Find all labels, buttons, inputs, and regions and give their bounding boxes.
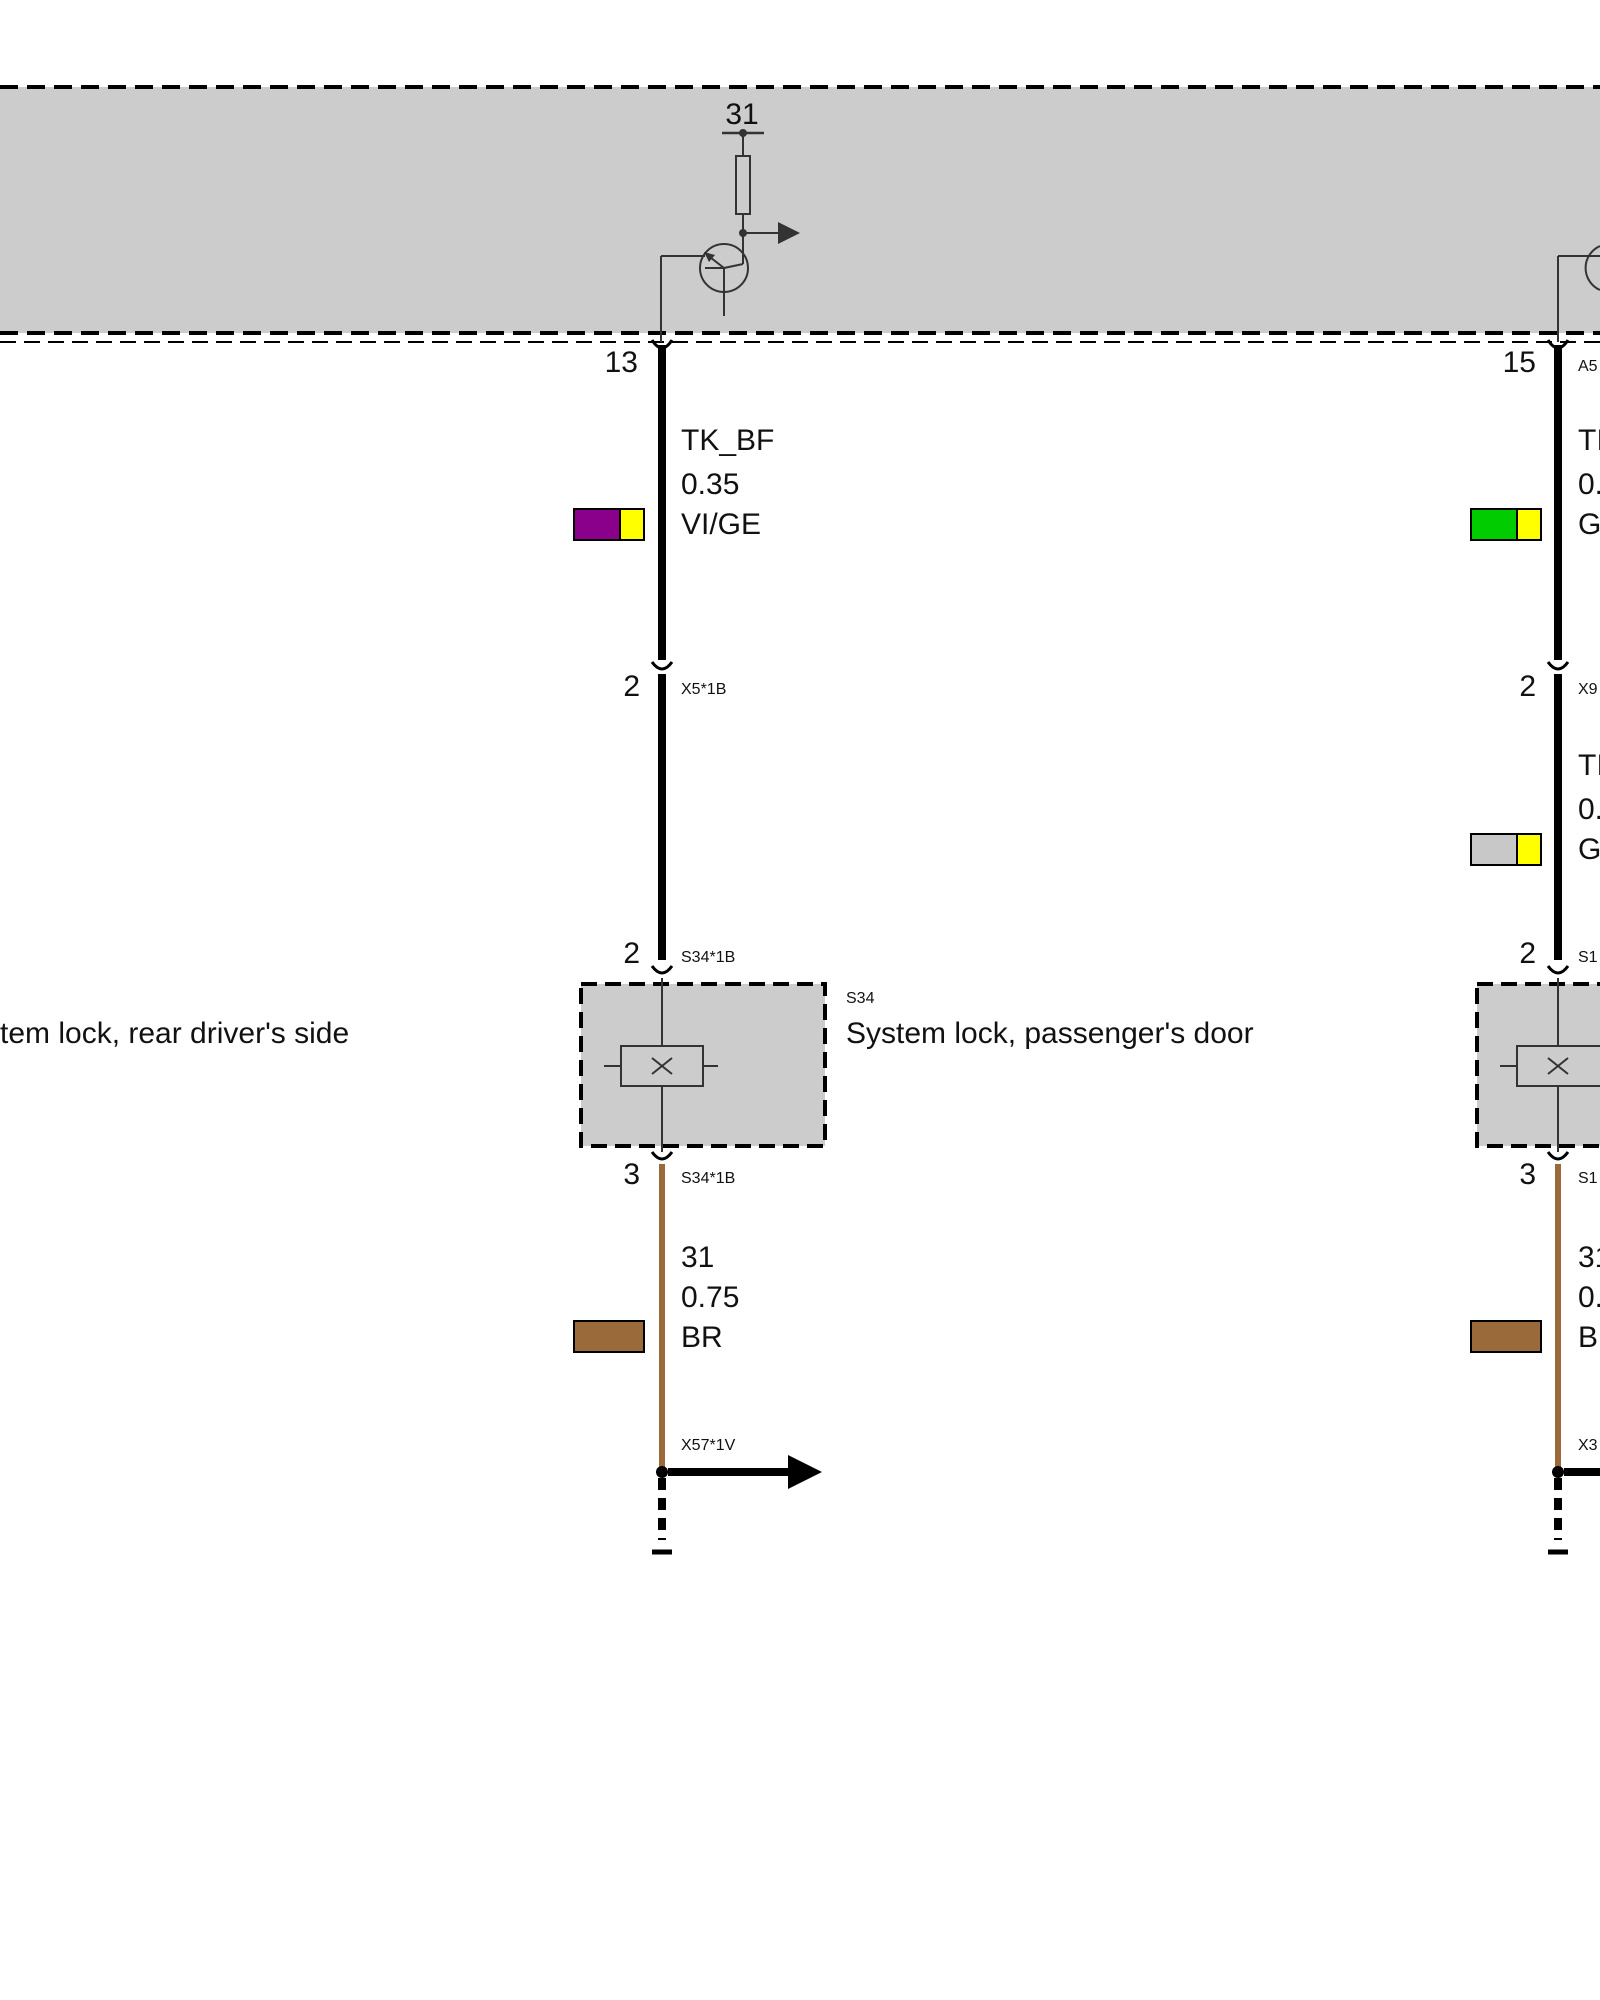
wire-lower-gauge: 0.75 bbox=[681, 1281, 739, 1314]
output-arrow-icon bbox=[778, 222, 800, 244]
circuit-passenger-door: 13 TK_BF 0.35 VI/GE 2 X5*1B 2 S34*1B S34… bbox=[573, 339, 1254, 1555]
wire-color-swatch bbox=[573, 508, 645, 541]
wire-lower-name-right: 31 bbox=[1578, 1241, 1600, 1274]
wire-gauge: 0.35 bbox=[681, 468, 739, 501]
wire-mid-name-right: TI bbox=[1578, 749, 1600, 782]
component-name: System lock, passenger's door bbox=[846, 1017, 1254, 1050]
component-code: S34 bbox=[846, 990, 875, 1007]
component-pin-top-code: S34*1B bbox=[681, 949, 735, 966]
wire-lower-name: 31 bbox=[681, 1241, 714, 1274]
pin-code-right: A5 bbox=[1578, 358, 1598, 375]
wire-lower-color-swatch bbox=[573, 1320, 645, 1353]
ground-arrow-icon bbox=[788, 1455, 822, 1489]
wire-mid-color-code-right: G bbox=[1578, 833, 1600, 866]
wire-mid-gauge-right: 0. bbox=[1578, 793, 1600, 826]
wire-gauge-right: 0. bbox=[1578, 468, 1600, 501]
wire-lower-gauge-right: 0. bbox=[1578, 1281, 1600, 1314]
component-pin-top-code-right: S1 bbox=[1578, 949, 1598, 966]
wire-lower-color-code: BR bbox=[681, 1321, 723, 1354]
component-pin-bottom: 3 bbox=[623, 1158, 640, 1191]
connector-pin: 2 bbox=[623, 670, 640, 703]
wire-name: TK_BF bbox=[681, 424, 774, 457]
ground-connector-code-right: X3 bbox=[1578, 1437, 1598, 1454]
system-lock-right-partial bbox=[1475, 982, 1600, 1148]
left-component-name: tem lock, rear driver's side bbox=[0, 1017, 349, 1050]
component-pin-bottom-right: 3 bbox=[1519, 1158, 1536, 1191]
ground-label-internal: 31 bbox=[725, 98, 758, 131]
control-unit-housing bbox=[0, 87, 1600, 333]
component-pin-bottom-code-right: S1 bbox=[1578, 1170, 1598, 1187]
inline-connector-icon bbox=[650, 661, 674, 671]
pin-label-right: 15 bbox=[1503, 346, 1536, 379]
wire-color-code-right: G bbox=[1578, 508, 1600, 541]
connector-code: X5*1B bbox=[681, 681, 726, 698]
wire-lower-color-swatch-right bbox=[1470, 1320, 1542, 1353]
ground-connector-code: X57*1V bbox=[681, 1437, 736, 1454]
component-pin-top: 2 bbox=[623, 937, 640, 970]
wire-lower-color-code-right: B bbox=[1578, 1321, 1598, 1354]
wire-color-code: VI/GE bbox=[681, 508, 761, 541]
component-pin-top-right: 2 bbox=[1519, 937, 1536, 970]
connector-code-right: X9 bbox=[1578, 681, 1598, 698]
connector-pin-right: 2 bbox=[1519, 670, 1536, 703]
internal-transistor-circuit-right bbox=[1557, 245, 1600, 342]
wire-name-right: TI bbox=[1578, 424, 1600, 457]
pin-label: 13 bbox=[605, 346, 638, 379]
internal-transistor-circuit: 31 bbox=[660, 98, 800, 342]
wire-color-swatch-right bbox=[1470, 508, 1542, 541]
ground-node-right bbox=[1552, 1466, 1564, 1478]
circuit-right-partial: 15 A5 TI 0. G 2 X9 TI 0. G 2 S1 3 S1 bbox=[1470, 339, 1600, 1555]
component-pin-bottom-code: S34*1B bbox=[681, 1170, 735, 1187]
wire-mid-color-swatch-right bbox=[1470, 833, 1542, 866]
ground-node bbox=[656, 1466, 668, 1478]
